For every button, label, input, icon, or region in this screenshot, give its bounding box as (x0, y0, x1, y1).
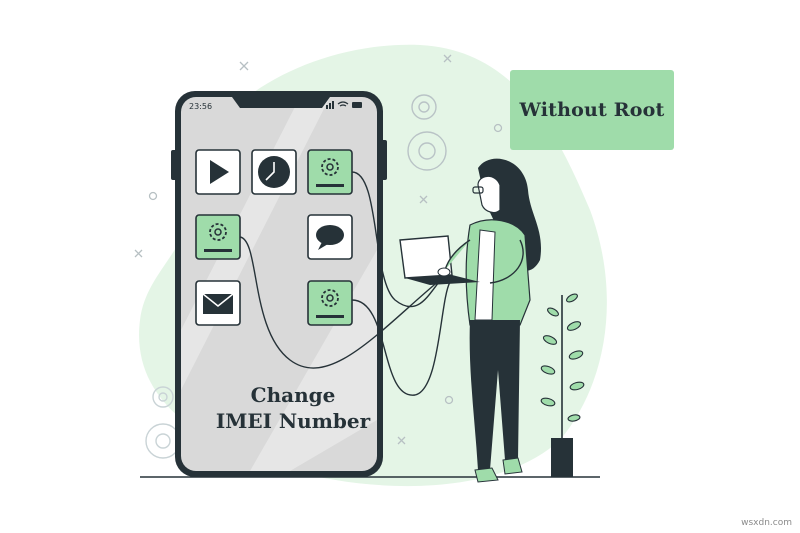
speech-bubble-icon (316, 225, 344, 245)
play-icon (210, 160, 229, 184)
without-root-badge: Without Root (510, 70, 674, 150)
app-mail[interactable] (195, 280, 241, 326)
caption-line-1: Change (250, 383, 336, 407)
phone-status-time: 23:56 (189, 102, 213, 111)
watermark: wsxdn.com (741, 518, 792, 528)
app-settings-top[interactable] (307, 149, 353, 195)
plant (540, 293, 585, 477)
connector-cables (239, 171, 451, 396)
app-settings-left[interactable] (195, 214, 241, 260)
gear-decor-top (407, 94, 447, 171)
gear-icon (321, 158, 339, 176)
woman-figure (399, 158, 542, 483)
phone-caption: Change IMEI Number (200, 382, 386, 434)
badge-label: Without Root (519, 99, 665, 121)
app-clock[interactable] (251, 149, 297, 195)
caption-line-2: IMEI Number (215, 409, 371, 433)
sparkles (134, 54, 503, 445)
envelope-icon (203, 294, 233, 314)
app-play[interactable] (195, 149, 241, 195)
gear-icon (209, 223, 227, 241)
app-chat[interactable] (307, 214, 353, 260)
gear-icon (321, 289, 339, 307)
app-settings-bottom[interactable] (307, 280, 353, 326)
